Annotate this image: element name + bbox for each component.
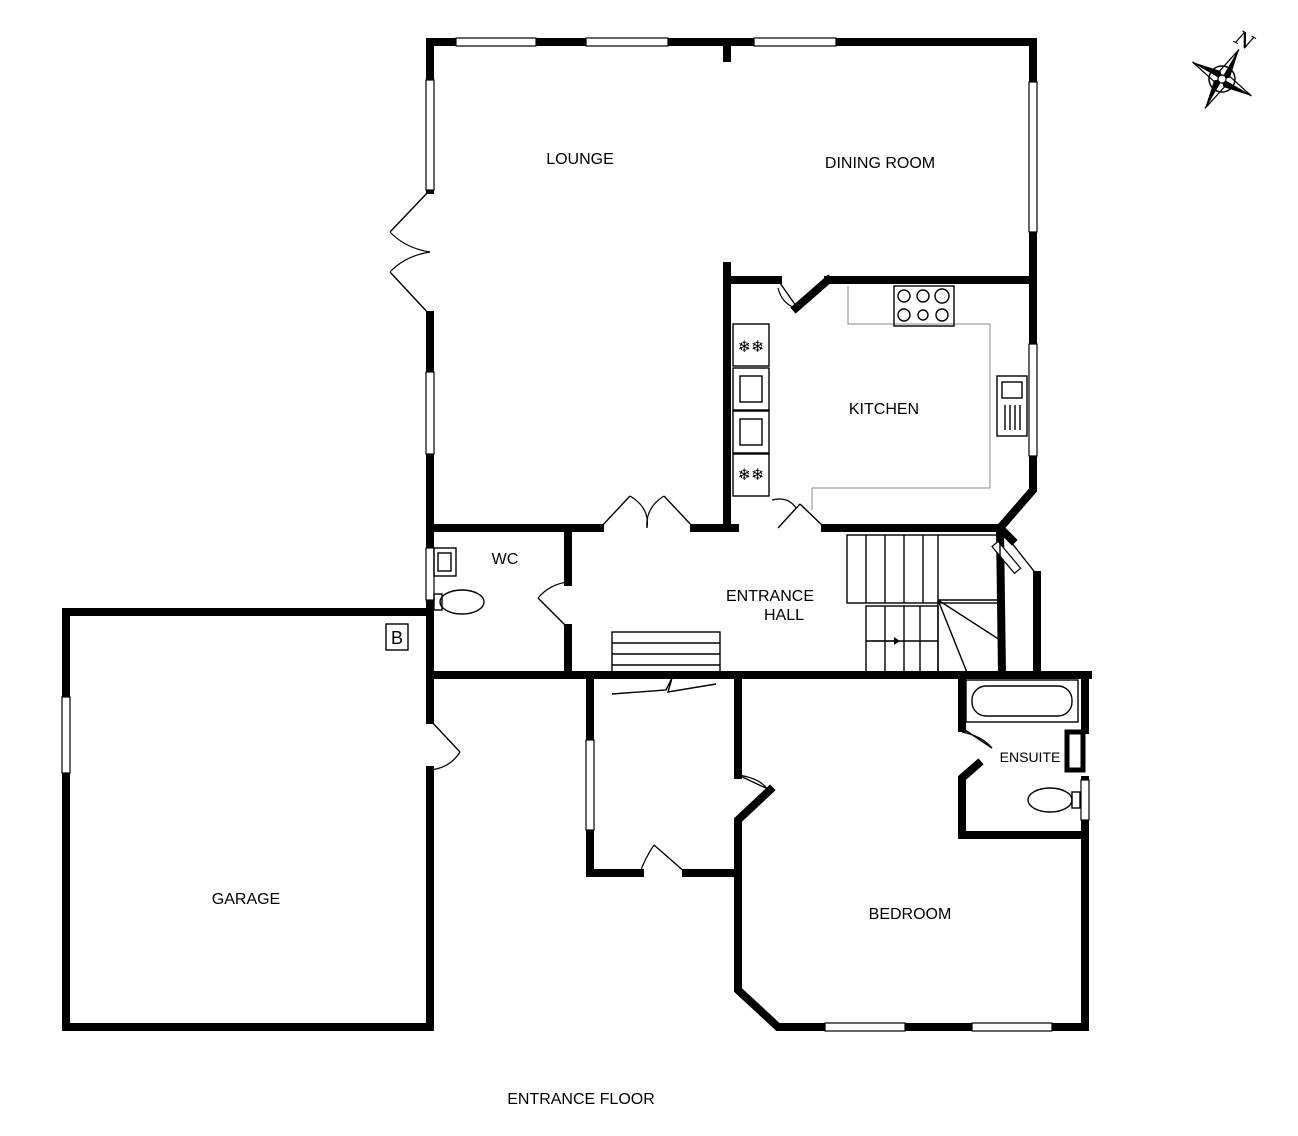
room-labels: LOUNGE DINING ROOM KITCHEN WC ENTRANCE H…: [212, 151, 1061, 923]
boiler-marker: B: [385, 623, 409, 651]
svg-text:❄❄: ❄❄: [738, 337, 765, 356]
compass-icon: N: [1192, 25, 1259, 109]
room-label-entrance-hall-line2: HALL: [764, 607, 804, 624]
compass-north-label: N: [1230, 25, 1259, 56]
room-label-wc: WC: [492, 551, 519, 568]
boiler-label: B: [391, 628, 403, 648]
staircase: [611, 534, 1001, 695]
room-label-ensuite: ENSUITE: [1000, 749, 1061, 765]
room-label-dining-room: DINING ROOM: [825, 155, 935, 172]
doors: [389, 189, 1038, 874]
room-label-kitchen: KITCHEN: [849, 401, 919, 418]
room-label-bedroom: BEDROOM: [869, 906, 952, 923]
walls: [62, 38, 1092, 1031]
bathroom-fittings: [433, 547, 1081, 813]
kitchen-units: ❄❄ ❄❄: [732, 285, 1028, 510]
floor-title: ENTRANCE FLOOR: [507, 1091, 655, 1108]
room-label-entrance-hall-line1: ENTRANCE: [726, 588, 814, 605]
room-label-lounge: LOUNGE: [546, 151, 614, 168]
svg-text:❄❄: ❄❄: [738, 465, 765, 484]
room-label-garage: GARAGE: [212, 891, 280, 908]
